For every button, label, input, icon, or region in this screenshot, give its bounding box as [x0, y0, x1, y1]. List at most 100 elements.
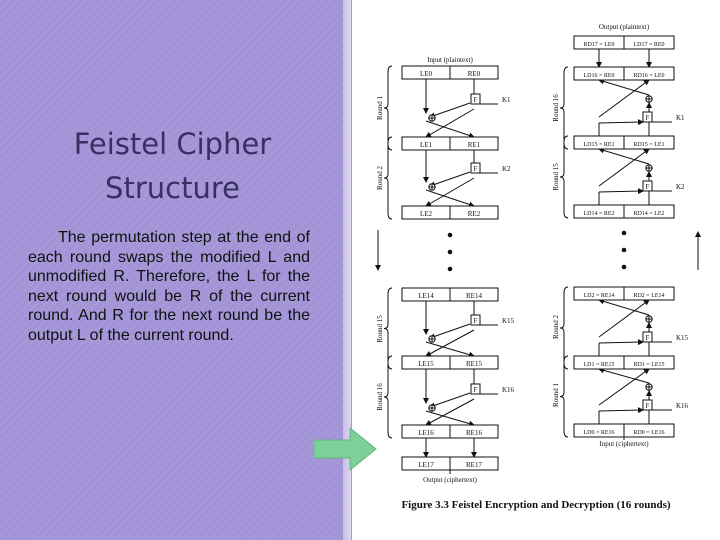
dec-r-2: RD15 = LE1 — [633, 142, 664, 148]
dec-l-5: LD1 = RE15 — [583, 362, 614, 368]
enc-output-label: Output (ciphertext) — [423, 476, 478, 484]
enc-round-label-16: Round 16 — [376, 383, 384, 411]
dec-f-box-2: F — [642, 180, 653, 192]
enc-r-6: RE17 — [466, 461, 482, 469]
enc-key-2: K2 — [502, 165, 511, 173]
panel-texture — [0, 0, 352, 540]
dec-key-1: K1 — [676, 114, 685, 122]
enc-cross-wire — [425, 341, 475, 358]
enc-wire-f-to-xor — [429, 102, 471, 119]
enc-l-1: LE1 — [420, 141, 433, 149]
enc-r-5: RE16 — [466, 429, 482, 437]
dec-wire-to-f — [598, 119, 644, 126]
dec-r-0: LD17 = RE0 — [633, 42, 664, 48]
round-brace — [559, 135, 569, 219]
dec-r-3: RD14 = LE2 — [633, 211, 664, 217]
enc-block-0: LE0 RE0 — [401, 65, 499, 80]
round-brace — [559, 66, 569, 150]
enc-block-5: LE16 RE16 — [401, 424, 499, 439]
enc-cross-wire — [425, 120, 475, 139]
dec-l-0: RD17 = LE0 — [583, 42, 614, 48]
figure-caption: Figure 3.3 Feistel Encryption and Decryp… — [401, 499, 670, 511]
dec-l-4: LD2 = RE14 — [583, 293, 614, 299]
enc-cross-wire — [425, 410, 475, 427]
enc-block-3: LE14 RE14 — [401, 287, 499, 302]
green-arrow-icon — [314, 428, 377, 470]
enc-cross-wire — [425, 398, 475, 426]
dec-input-label: Input (ciphertext) — [599, 440, 649, 448]
ellipsis-dot — [447, 266, 453, 272]
dec-wire-to-f — [598, 407, 644, 414]
svg-text:F: F — [474, 386, 478, 394]
dec-cross-wire — [598, 147, 650, 165]
round-brace — [383, 355, 393, 439]
enc-f-box-16: F — [470, 383, 481, 395]
enc-block-1: LE1 RE1 — [401, 136, 499, 151]
enc-r-1: RE1 — [468, 141, 481, 149]
dec-block-3: LD14 = RE2 RD14 = LE2 — [573, 204, 675, 219]
enc-r-0: RE0 — [468, 70, 481, 78]
enc-cross-wire — [425, 177, 475, 207]
enc-wire-f-to-xor — [429, 323, 471, 340]
enc-key-16: K16 — [502, 386, 515, 394]
enc-cross-wire — [425, 329, 475, 357]
enc-f-box-2: F — [470, 162, 481, 174]
ellipsis-dot — [447, 232, 453, 238]
enc-r-4: RE15 — [466, 360, 482, 368]
dec-cross-wire — [598, 78, 650, 96]
enc-round-label-1: Round 1 — [376, 96, 384, 120]
dec-cross-wire — [598, 368, 650, 406]
dec-f-box-16: F — [642, 399, 653, 411]
dec-round-label-15: Round 15 — [552, 163, 560, 191]
enc-l-0: LE0 — [420, 70, 433, 78]
dec-key-15: K15 — [676, 334, 689, 342]
dec-f-box-15: F — [642, 331, 653, 343]
enc-f-box-15: F — [470, 314, 481, 326]
dec-block-1: LD16 = RE0 RD16 = LE0 — [573, 66, 675, 81]
enc-input-label: Input (plaintext) — [427, 56, 473, 64]
round-brace — [383, 136, 393, 220]
svg-text:F: F — [474, 165, 478, 173]
enc-l-2: LE2 — [420, 210, 433, 218]
svg-text:F: F — [474, 96, 478, 104]
dec-block-6: LD0 = RE16 RD0 = LE16 — [573, 423, 675, 438]
ellipsis-dot — [621, 247, 627, 253]
dec-cross-wire — [598, 298, 650, 316]
enc-cross-wire — [425, 108, 475, 138]
enc-block-6: LE17 RE17 — [401, 456, 499, 471]
panel-divider — [343, 0, 351, 540]
dec-block-4: LD2 = RE14 RD2 = LE14 — [573, 286, 675, 301]
enc-l-4: LE15 — [418, 360, 434, 368]
enc-r-3: RE14 — [466, 292, 482, 300]
dec-round-label-16: Round 16 — [552, 94, 560, 122]
ellipsis-dot — [621, 230, 627, 236]
dec-round-label-1: Round 1 — [552, 383, 560, 407]
dec-wire-to-f — [598, 188, 644, 195]
title-line-2: Structure — [105, 171, 240, 205]
enc-l-5: LE16 — [418, 429, 434, 437]
feistel-diagram: Input (plaintext) Output (ciphertext) Ou… — [375, 23, 701, 511]
enc-key-1: K1 — [502, 96, 511, 104]
svg-text:F: F — [646, 114, 650, 122]
enc-round-label-15: Round 15 — [376, 315, 384, 343]
dec-l-6: LD0 = RE16 — [583, 430, 614, 436]
dec-key-2: K2 — [676, 183, 685, 191]
svg-text:F: F — [474, 317, 478, 325]
left-panel — [0, 0, 352, 540]
dec-l-2: LD15 = RE1 — [583, 142, 614, 148]
enc-block-4: LE15 RE15 — [401, 355, 499, 370]
enc-l-3: LE14 — [418, 292, 434, 300]
dec-cross-wire — [598, 299, 650, 338]
slide-body-text: The permutation step at the end of each … — [28, 229, 310, 344]
round-brace — [559, 286, 569, 370]
ellipsis-dot — [447, 249, 453, 255]
dec-wire-to-f — [598, 339, 644, 346]
svg-text:F: F — [646, 183, 650, 191]
dec-l-3: LD14 = RE2 — [583, 211, 614, 217]
enc-r-2: RE2 — [468, 210, 481, 218]
dec-key-16: K16 — [676, 402, 689, 410]
dec-block-2: LD15 = RE1 RD15 = LE1 — [573, 135, 675, 150]
enc-wire-f-to-xor — [429, 171, 471, 188]
dec-round-label-2: Round 2 — [552, 315, 560, 339]
dec-cross-wire — [598, 367, 650, 384]
